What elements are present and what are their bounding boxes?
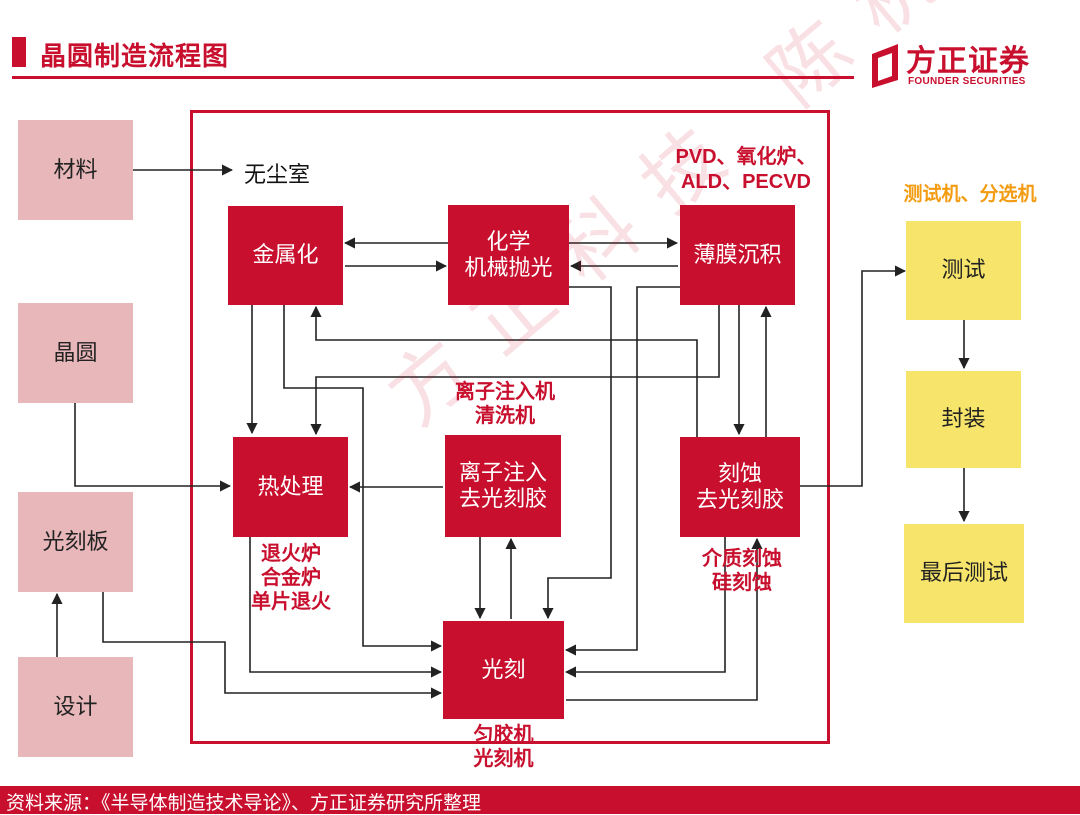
title-underline	[12, 76, 854, 79]
wafer-box: 晶圆	[18, 303, 133, 403]
founder-logo-mark-icon	[872, 44, 898, 88]
founder-logo: 方正证券 FOUNDER SECURITIES	[868, 40, 1068, 90]
package-box: 封装	[906, 371, 1021, 468]
test-box: 测试	[906, 221, 1021, 320]
thin-film-equipment-label: PVD、氧化炉、 ALD、PECVD	[675, 146, 817, 193]
heat-treatment-box: 热处理	[233, 437, 348, 537]
page-title: 晶圆制造流程图	[40, 41, 230, 71]
logo-text-cn: 方正证券	[906, 45, 1030, 78]
source-note: 资料来源：《半导体制造技术导论》、方正证券研究所整理	[6, 793, 482, 814]
metallization-box: 金属化	[228, 206, 343, 305]
thin-film-deposition-box: 薄膜沉积	[680, 205, 795, 305]
footer-bar: 资料来源：《半导体制造技术导论》、方正证券研究所整理	[0, 786, 1080, 814]
mask-box: 光刻板	[18, 492, 133, 592]
lithography-box: 光刻	[443, 621, 564, 719]
cleanroom-frame	[190, 110, 830, 744]
cleanroom-label: 无尘室	[244, 162, 311, 187]
etch-equipment-label: 介质刻蚀 硅刻蚀	[702, 548, 782, 594]
design-box: 设计	[18, 657, 133, 757]
logo-text-en: FOUNDER SECURITIES	[908, 76, 1026, 87]
title-accent-bar	[12, 37, 26, 67]
ion-implant-box: 离子注入 去光刻胶	[445, 435, 561, 537]
etch-box: 刻蚀 去光刻胶	[680, 437, 800, 537]
heat-treatment-equipment-label: 退火炉 合金炉 单片退火	[251, 543, 331, 613]
ion-implant-equipment-label: 离子注入机 清洗机	[455, 381, 555, 427]
materials-box: 材料	[18, 120, 133, 220]
final-test-box: 最后测试	[904, 524, 1024, 623]
lithography-equipment-label: 匀胶机 光刻机	[473, 724, 534, 770]
cmp-box: 化学 机械抛光	[448, 205, 569, 305]
test-equipment-label: 测试机、分选机	[903, 184, 1037, 205]
